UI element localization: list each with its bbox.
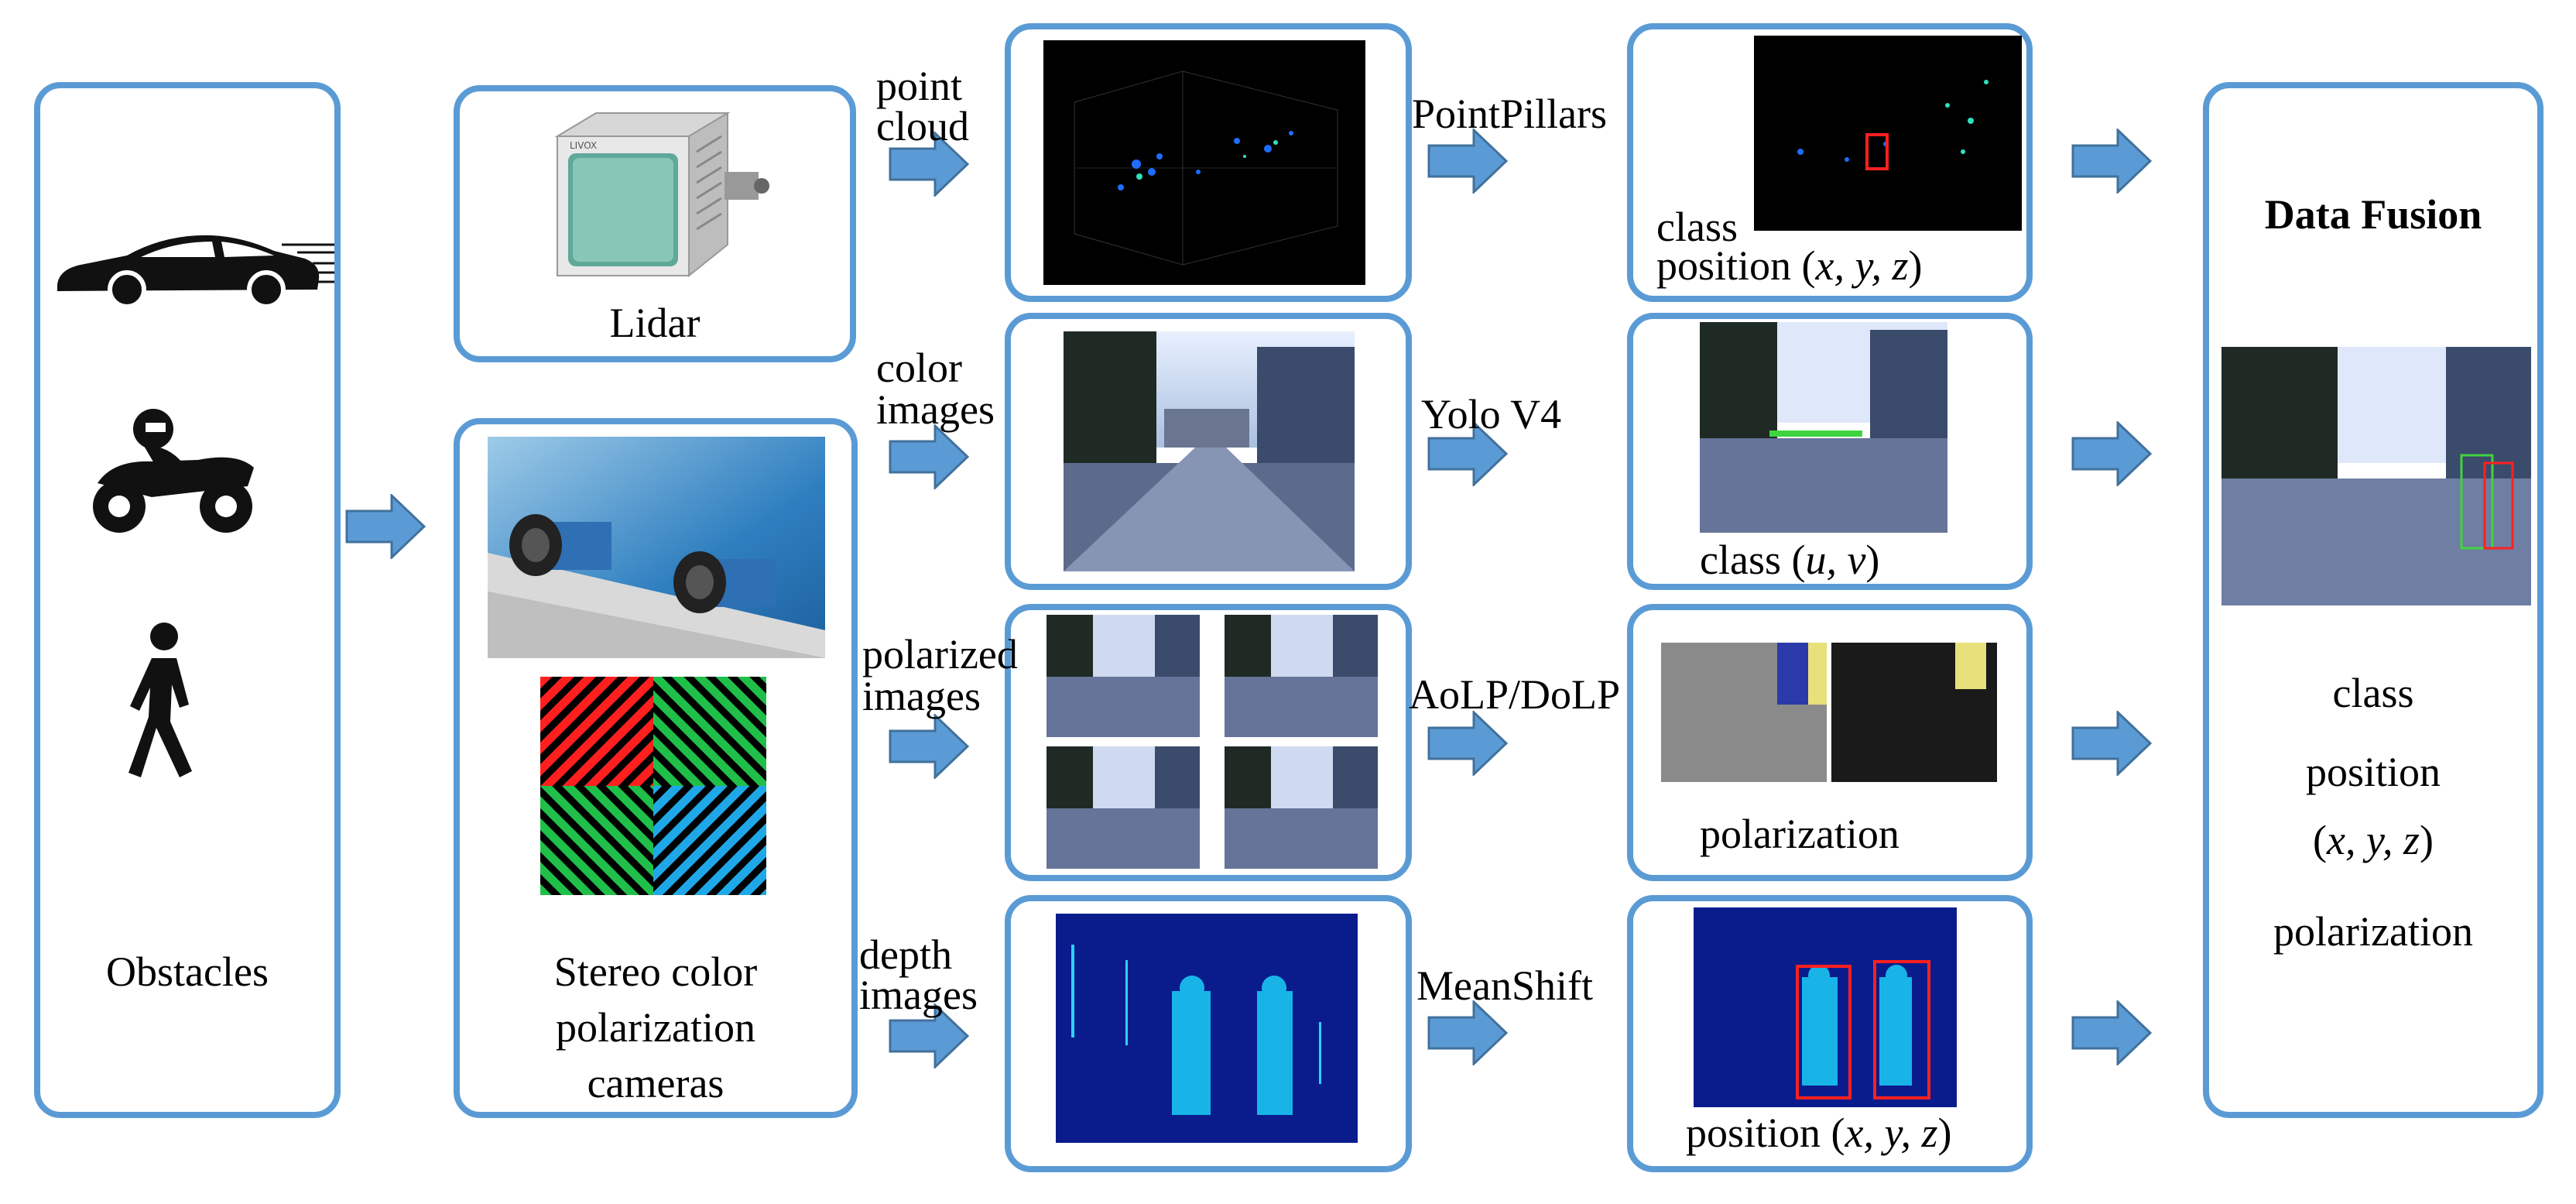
- arrow-icon: [889, 424, 969, 489]
- fusion-class: class: [2332, 670, 2414, 716]
- arrow-icon: [1427, 1000, 1508, 1065]
- color-street-image: [1064, 331, 1355, 571]
- car-icon: [57, 235, 334, 309]
- color-images-label-line2: images: [876, 386, 995, 433]
- depth-output-position: position (x, y, z): [1686, 1110, 1952, 1156]
- fusion-position: position: [2305, 749, 2441, 795]
- fusion-coordinates: (x, y, z): [2313, 817, 2434, 863]
- fusion-polarization: polarization: [2273, 908, 2473, 955]
- point-cloud-label-line2: cloud: [876, 103, 969, 149]
- fusion-result-image: [2221, 347, 2531, 605]
- motorcycle-icon: [93, 409, 254, 533]
- arrow-icon: [2071, 711, 2152, 776]
- polarized-image-3: [1046, 746, 1200, 869]
- polarized-image-2: [1225, 615, 1378, 737]
- depth-image: [1056, 914, 1358, 1143]
- polarized-images-label-line1: polarized: [862, 631, 1018, 677]
- color-images-label-line1: color: [876, 345, 962, 391]
- stereo-camera-photo: [488, 437, 825, 658]
- polarization-filter-pattern: [540, 677, 766, 895]
- lidar-device-image: LIVOX: [554, 111, 769, 278]
- arrow-icon: [1427, 421, 1508, 486]
- meanshift-detection-image: [1694, 907, 1957, 1107]
- arrow-icon: [889, 714, 969, 779]
- depth-images-label-line2: images: [859, 972, 978, 1018]
- lidar-brand-label: LIVOX: [570, 140, 597, 151]
- stereo-label-line3: cameras: [587, 1060, 724, 1106]
- arrow-icon: [889, 1003, 969, 1069]
- meanshift-label: MeanShift: [1416, 962, 1593, 1009]
- arrow-icon: [2071, 421, 2152, 486]
- lidar-output-class: class: [1656, 204, 1738, 250]
- stereo-label-line1: Stereo color: [553, 948, 758, 995]
- arrow-icon: [345, 494, 426, 559]
- polar-output-label: polarization: [1700, 811, 1899, 857]
- data-fusion-title: Data Fusion: [2264, 191, 2482, 238]
- color-output-class: class (u, v): [1700, 537, 1880, 583]
- yolo-detection-image: [1700, 322, 1947, 533]
- arrow-icon: [1427, 711, 1508, 776]
- obstacles-label: Obstacles: [106, 948, 269, 995]
- arrow-icon: [1427, 129, 1508, 194]
- lidar-label: Lidar: [609, 300, 701, 346]
- yolo-label: Yolo V4: [1421, 391, 1562, 437]
- polarization-output-image: [1661, 643, 1997, 782]
- stereo-label-line2: polarization: [556, 1004, 755, 1051]
- point-cloud-label-line1: point: [876, 63, 963, 109]
- polarized-image-1: [1046, 615, 1200, 737]
- pedestrian-icon: [128, 623, 192, 777]
- polarized-images-label-line2: images: [862, 673, 981, 719]
- arrow-icon: [2071, 129, 2152, 194]
- arrow-icon: [889, 132, 969, 197]
- polarized-image-4: [1225, 746, 1378, 869]
- lidar-output-position: position (x, y, z): [1656, 242, 1923, 289]
- point-cloud-image: [1043, 40, 1365, 285]
- aolp-dolp-label: AoLP/DoLP: [1409, 671, 1621, 718]
- depth-images-label-line1: depth: [859, 931, 952, 978]
- pointpillars-label: PointPillars: [1412, 91, 1608, 137]
- lidar-detection-image: [1754, 36, 2022, 231]
- arrow-icon: [2071, 1000, 2152, 1065]
